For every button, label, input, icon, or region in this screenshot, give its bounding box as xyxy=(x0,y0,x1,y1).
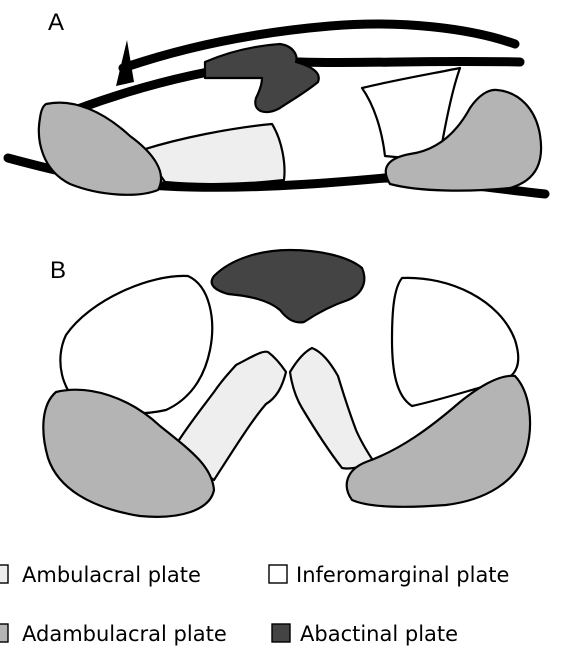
legend-swatch-abactinal xyxy=(272,624,290,642)
legend-item-ambulacral: Ambulacral plate xyxy=(0,563,201,587)
panel-b-label: B xyxy=(50,257,66,284)
panel-a-label: A xyxy=(48,9,64,36)
legend: Ambulacral plate Inferomarginal plate Ad… xyxy=(0,563,509,646)
ambulacral-plate-a xyxy=(142,124,285,184)
legend-swatch-ambulacral xyxy=(0,565,8,583)
panel-b: B xyxy=(43,250,530,517)
legend-label-ambulacral: Ambulacral plate xyxy=(22,563,201,587)
abactinal-plate-b xyxy=(212,250,365,322)
legend-label-abactinal: Abactinal plate xyxy=(300,622,458,646)
legend-label-adambulacral: Adambulacral plate xyxy=(22,622,227,646)
ambulacral-plate-b-right xyxy=(290,348,374,469)
legend-item-adambulacral: Adambulacral plate xyxy=(0,622,227,646)
abactinal-plate-a xyxy=(205,44,319,112)
legend-swatch-adambulacral xyxy=(0,624,8,642)
legend-item-inferomarginal: Inferomarginal plate xyxy=(269,563,509,587)
legend-swatch-inferomarginal xyxy=(269,565,287,583)
adambulacral-plate-a-left xyxy=(39,103,161,195)
panel-a: A xyxy=(8,9,545,195)
adambulacral-plate-b-left xyxy=(43,390,214,517)
legend-item-abactinal: Abactinal plate xyxy=(272,622,458,646)
legend-label-inferomarginal: Inferomarginal plate xyxy=(296,563,509,587)
